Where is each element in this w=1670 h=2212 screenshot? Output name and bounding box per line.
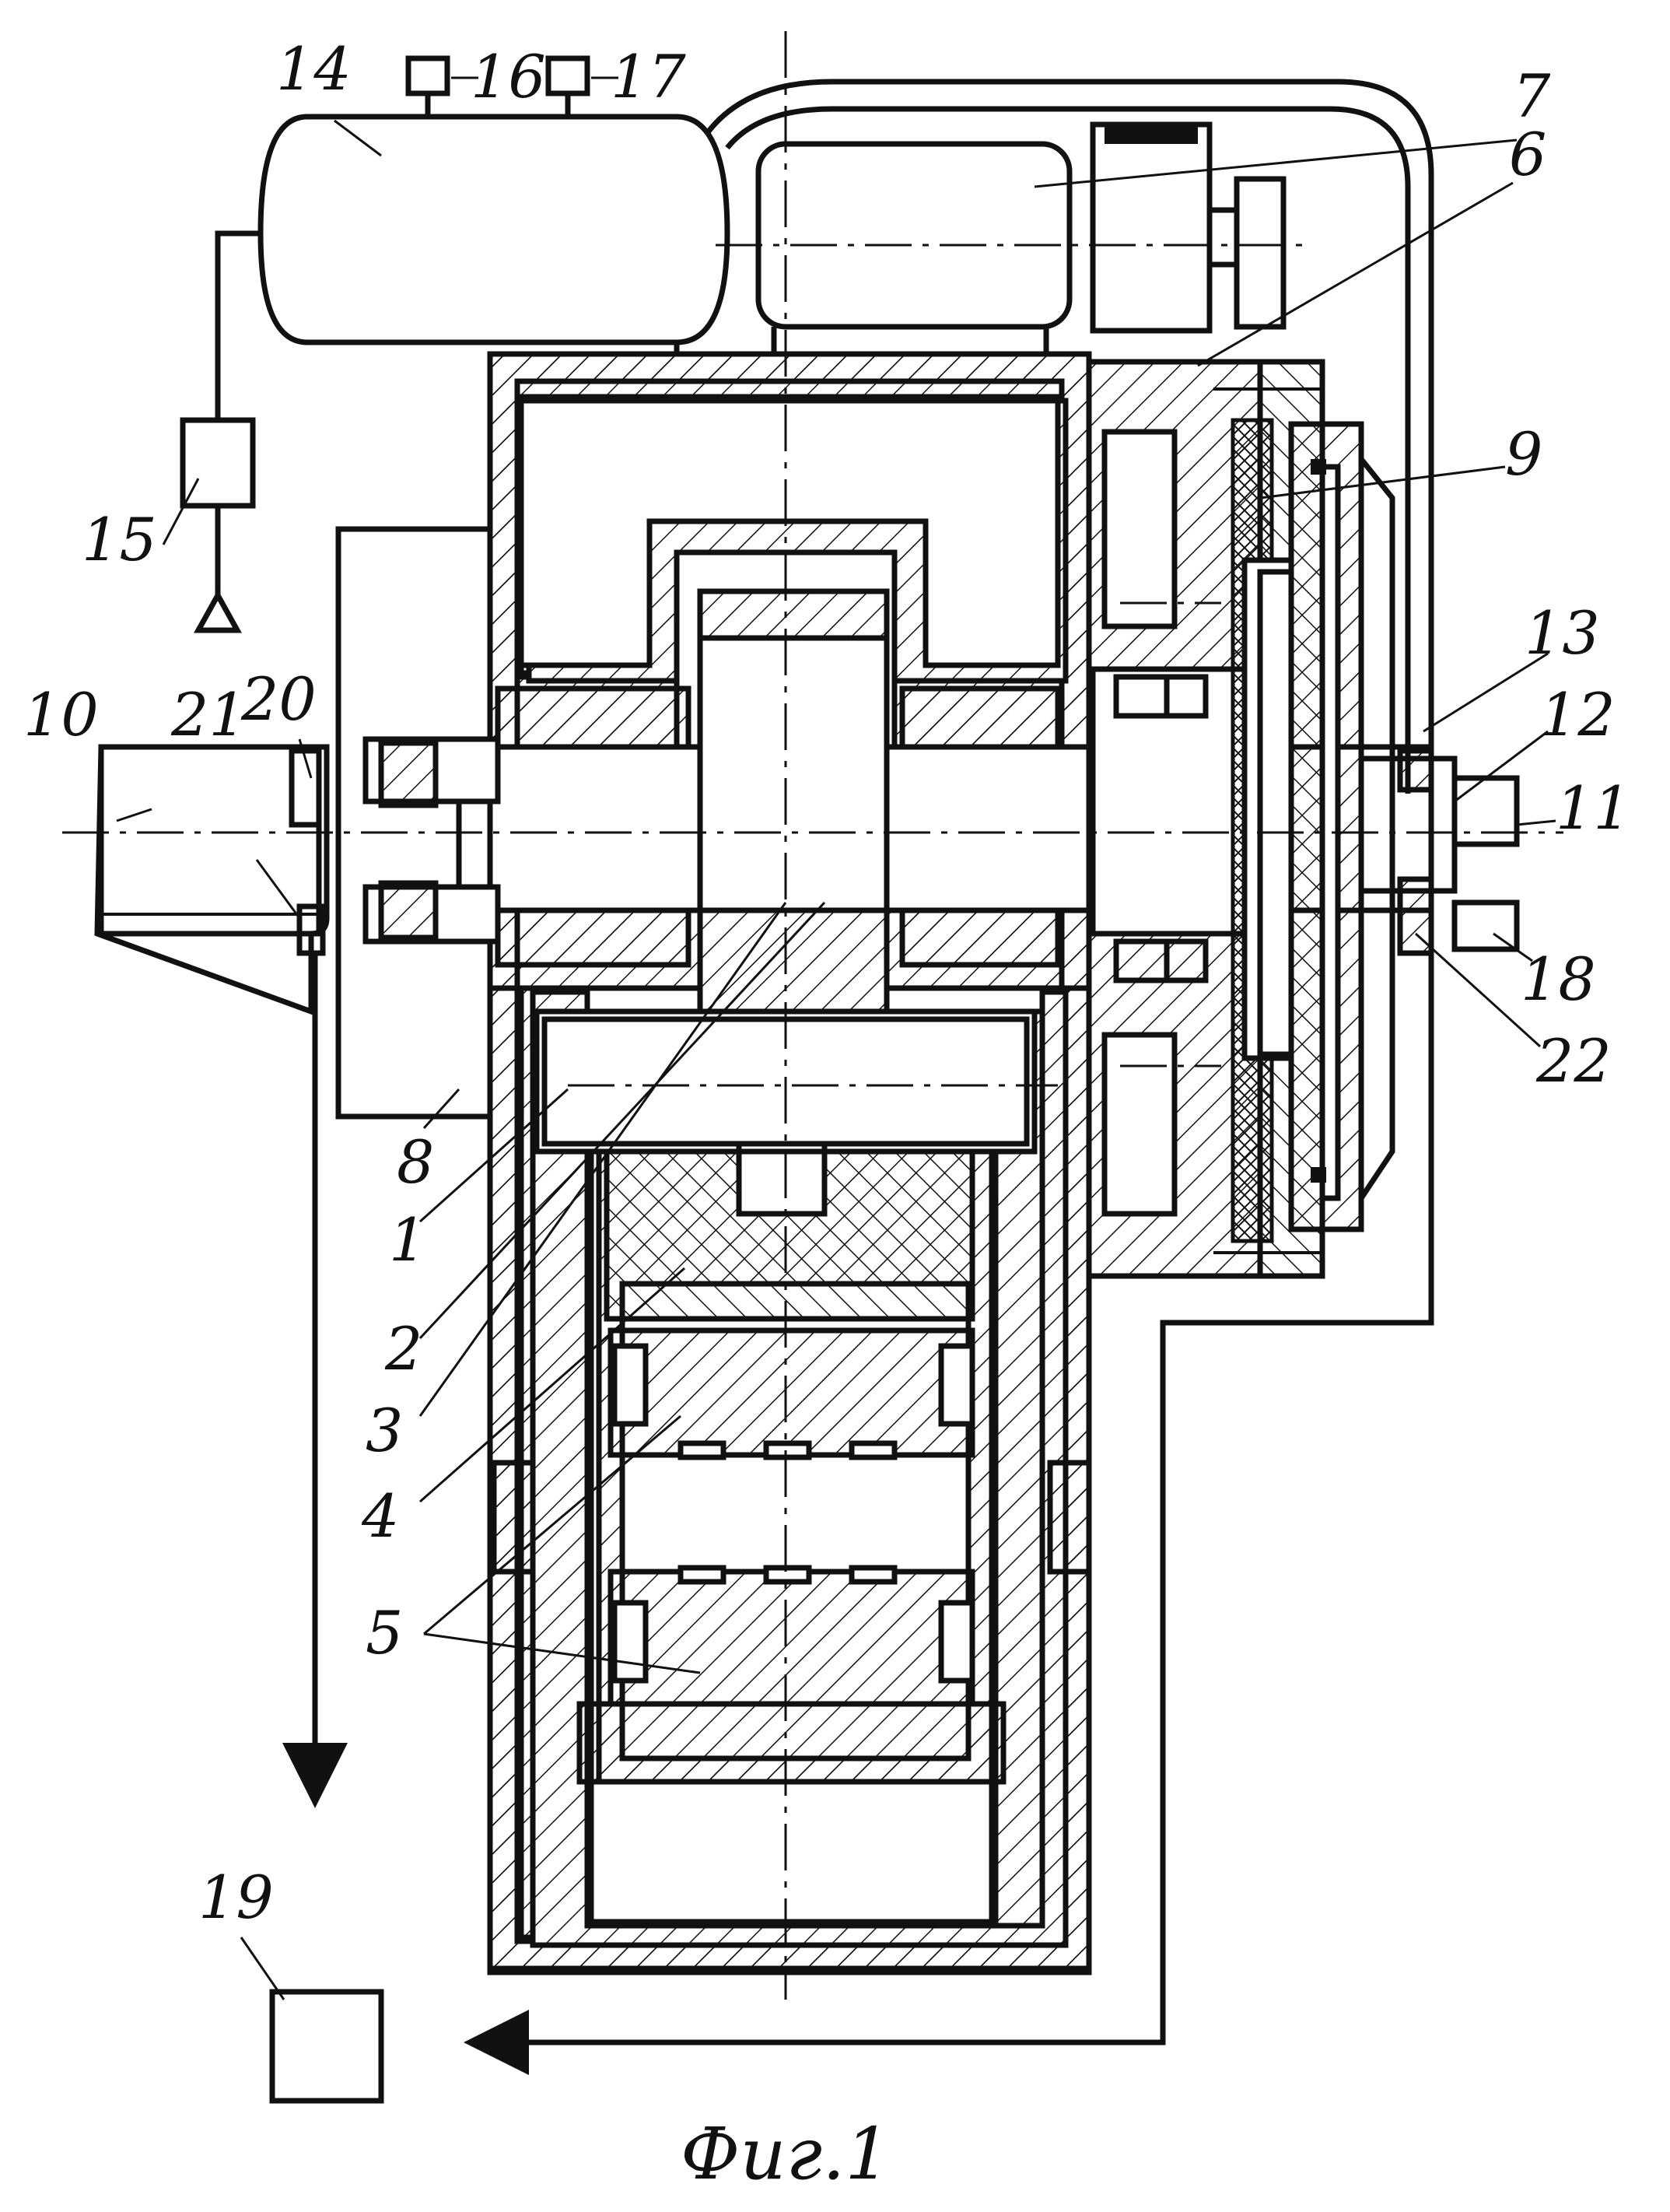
label-9: 9 bbox=[1505, 419, 1542, 489]
figure-caption: Фиг.1 bbox=[681, 2112, 891, 2196]
label-19: 19 bbox=[198, 1863, 274, 1932]
label-1: 1 bbox=[389, 1205, 426, 1274]
label-4: 4 bbox=[361, 1481, 399, 1551]
label-15: 15 bbox=[82, 505, 157, 574]
label-22: 22 bbox=[1535, 1026, 1612, 1095]
label-11: 11 bbox=[1556, 773, 1631, 843]
left-bearing bbox=[97, 529, 498, 1117]
label-6: 6 bbox=[1509, 120, 1546, 189]
label-5: 5 bbox=[366, 1598, 403, 1667]
label-8: 8 bbox=[397, 1127, 434, 1197]
label-3: 3 bbox=[366, 1396, 403, 1465]
supply-line bbox=[183, 233, 261, 630]
label-16: 16 bbox=[471, 42, 546, 111]
label-10: 10 bbox=[23, 680, 99, 749]
motor bbox=[758, 124, 1283, 354]
label-21: 21 bbox=[170, 680, 247, 749]
label-17: 17 bbox=[611, 42, 686, 111]
label-12: 12 bbox=[1540, 680, 1616, 749]
label-13: 13 bbox=[1525, 598, 1600, 668]
label-18: 18 bbox=[1521, 945, 1596, 1014]
label-14: 14 bbox=[276, 34, 352, 103]
label-20: 20 bbox=[240, 664, 317, 734]
clutch-assembly bbox=[1089, 362, 1392, 1276]
label-2: 2 bbox=[384, 1314, 422, 1383]
